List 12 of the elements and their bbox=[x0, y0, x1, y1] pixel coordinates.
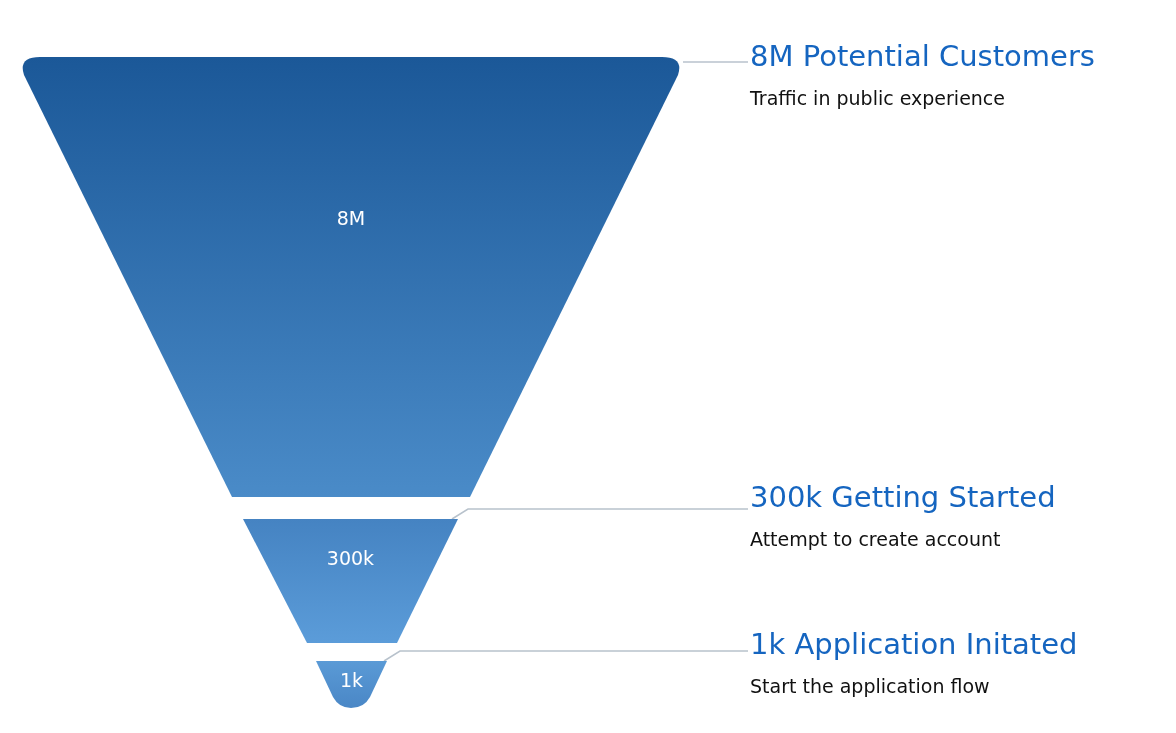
stage-description: Attempt to create account bbox=[750, 528, 1001, 550]
stage-description: Start the application flow bbox=[750, 675, 990, 697]
leader-line bbox=[682, 61, 749, 63]
stage-heading: 300k Getting Started bbox=[750, 480, 1056, 514]
leader-line bbox=[451, 508, 749, 520]
stage-description: Traffic in public experience bbox=[750, 87, 1005, 109]
segment-value: 300k bbox=[325, 547, 376, 569]
stage-heading: 8M Potential Customers bbox=[750, 39, 1095, 73]
leader-line bbox=[383, 650, 749, 662]
segment-value: 8M bbox=[335, 207, 367, 229]
stage-heading: 1k Application Initated bbox=[750, 627, 1078, 661]
segment-value: 1k bbox=[338, 669, 365, 691]
